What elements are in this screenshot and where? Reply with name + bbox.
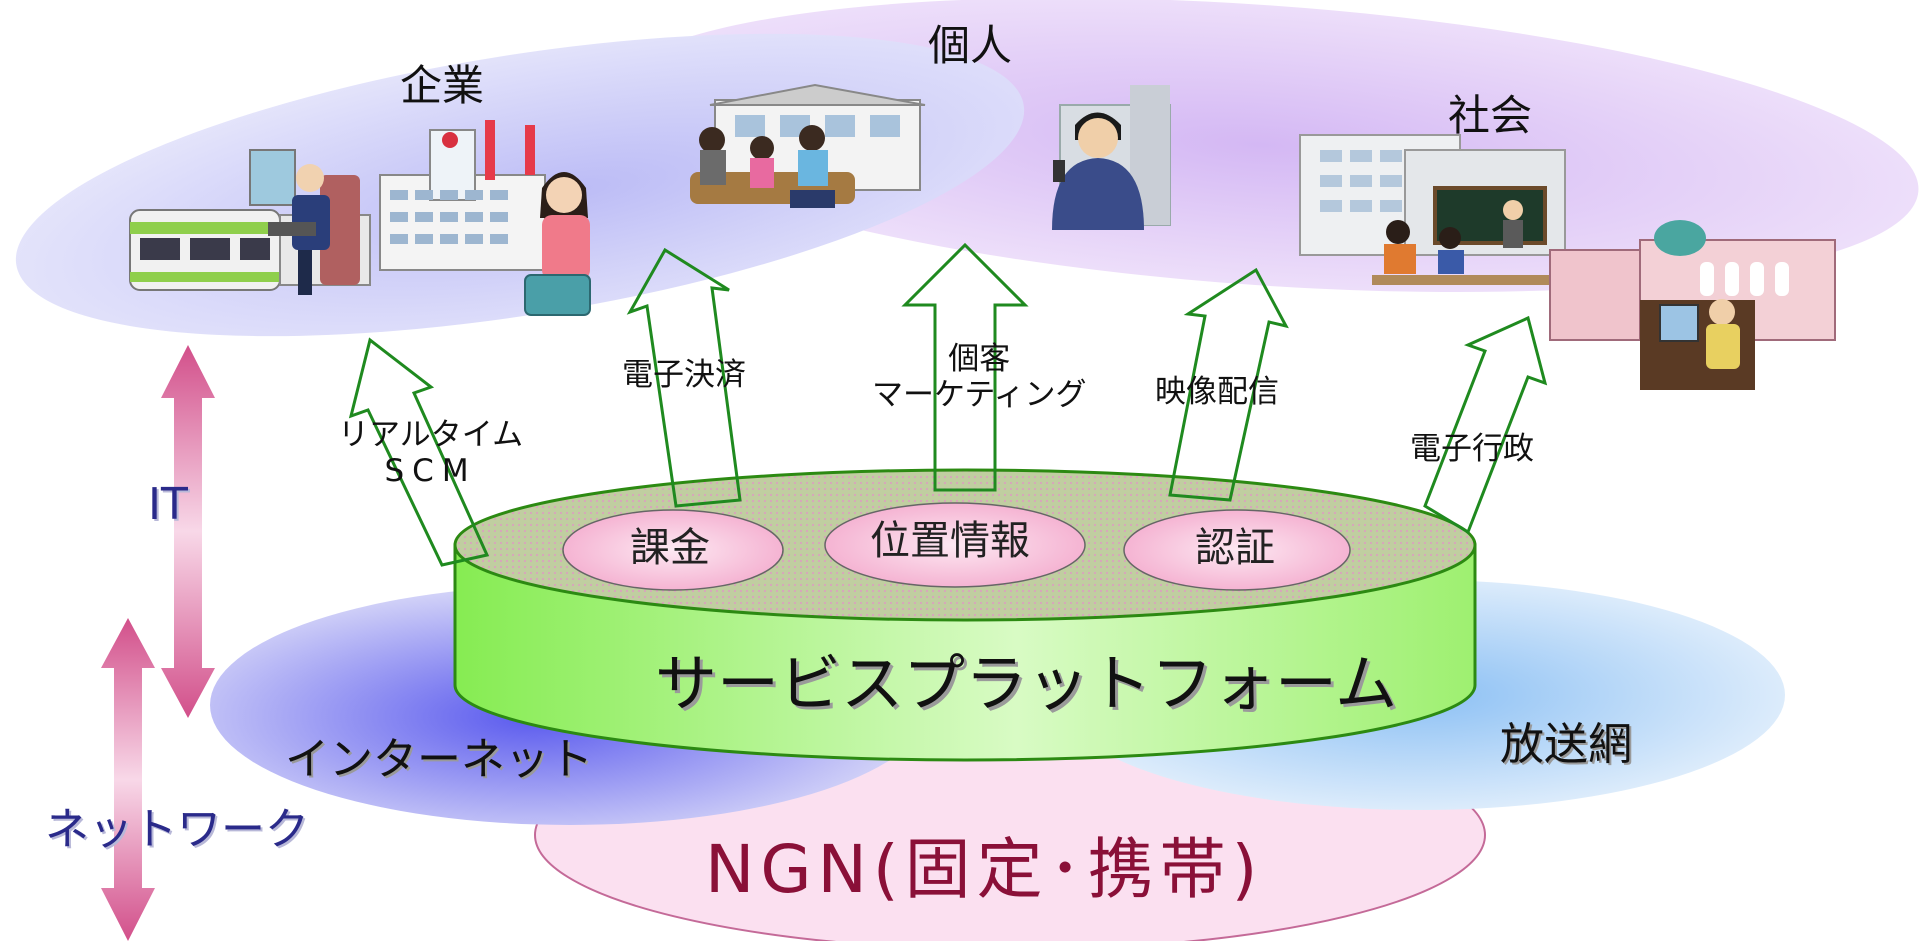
department-store-illustration [379, 120, 546, 271]
family-house-illustration [690, 83, 926, 208]
video-distribution-arrow [1168, 267, 1289, 502]
businessman-phone-illustration [1052, 85, 1171, 230]
authentication-label: 認証 [1195, 525, 1275, 571]
broadcast-network-label: 放送網 [1500, 719, 1632, 770]
shopper-illustration [524, 172, 591, 316]
office-worker-illustration [1640, 299, 1755, 390]
society-label: 社会 [1448, 91, 1533, 140]
billing-label: 課金 [630, 525, 710, 571]
realtime-scm-arrow [348, 337, 490, 567]
it-layer-label: IT [148, 479, 188, 530]
e-payment-arrow [626, 247, 742, 508]
business-traveler-illustration [249, 149, 360, 295]
realtime-scm-label-line1: リアルタイム [338, 417, 524, 453]
realtime-scm-label-line2: SCM [384, 452, 477, 489]
billing-oval [562, 509, 784, 591]
video-distribution-label: 映像配信 [1155, 374, 1279, 410]
network-layer-arrow [101, 618, 155, 941]
network-layer-label: ネットワーク [45, 804, 309, 855]
location-oval [824, 502, 1086, 588]
internet-label: インターネット [285, 734, 593, 785]
e-payment-label: 電子決済 [622, 357, 746, 393]
enterprise-label: 企業 [400, 61, 485, 110]
ngn-label: NGN(固定･携帯) [705, 831, 1264, 908]
classroom-illustration [1372, 186, 1552, 285]
e-government-arrow [1423, 315, 1548, 535]
location-label: 位置情報 [870, 518, 1030, 564]
personal-marketing-arrow [901, 242, 1029, 492]
realtime-scm-label: リアルタイム SCM [338, 417, 524, 489]
it-layer-arrow [161, 345, 215, 718]
personal-marketing-label-line1: 個客 [948, 341, 1011, 377]
authentication-oval [1123, 509, 1351, 591]
service-platform-label: サービスプラットフォーム [655, 647, 1398, 720]
individual-label: 個人 [928, 21, 1013, 70]
personal-marketing-label-line2: マーケティング [872, 376, 1087, 413]
personal-marketing-label: 個客 マーケティング [872, 341, 1087, 413]
e-government-label: 電子行政 [1410, 431, 1534, 467]
